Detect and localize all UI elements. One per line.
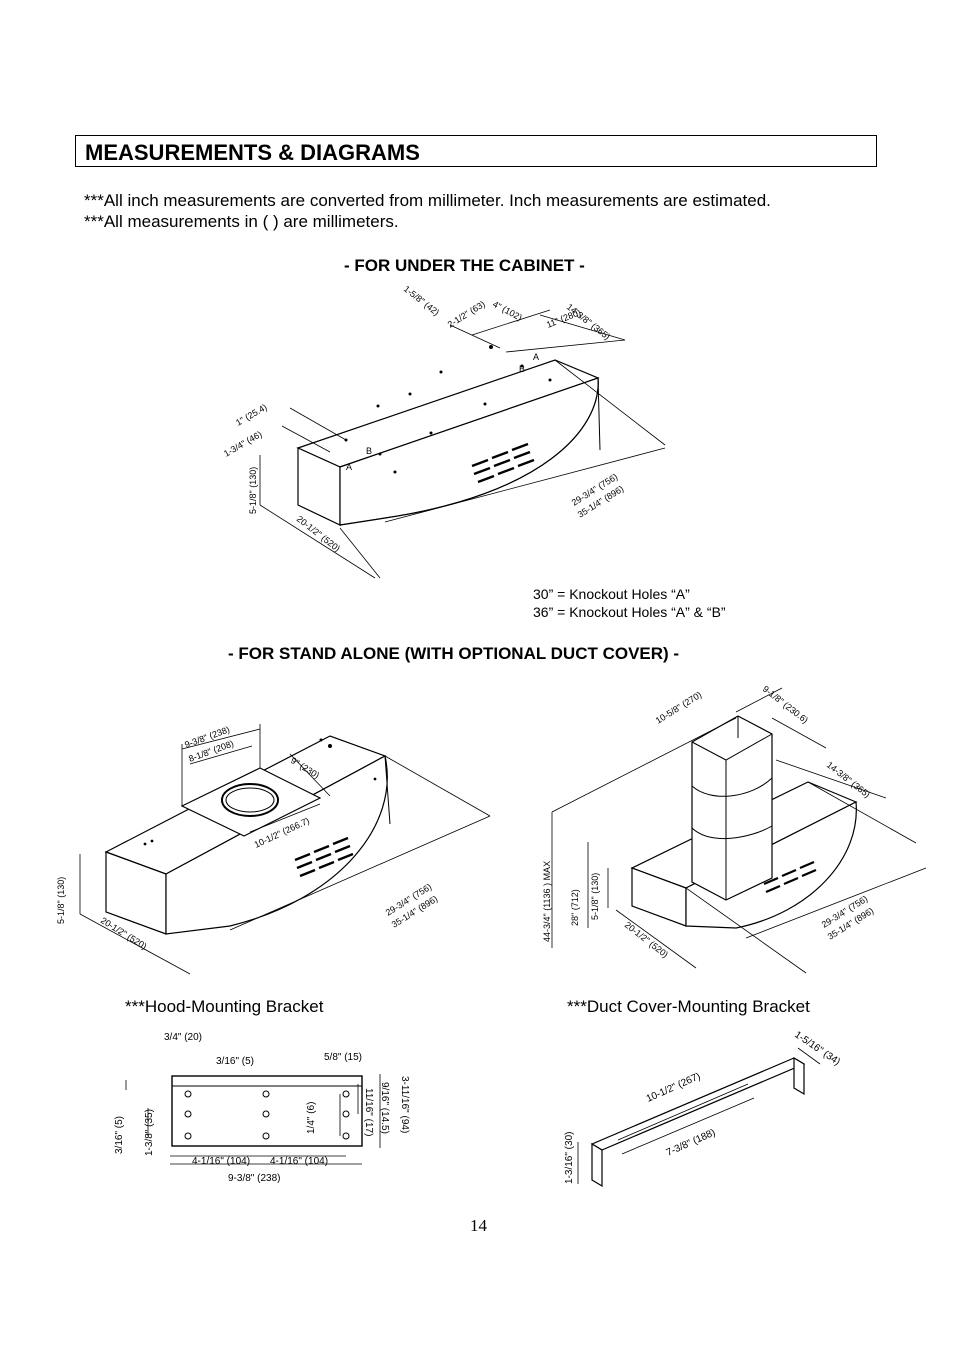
dim-label: 9-3/8" (238) (228, 1173, 280, 1184)
hole-label-a: A (346, 462, 352, 472)
hood-bracket-diagram: 3/4" (20) 3/16" (5) 5/8" (15) 3-11/16" (… (114, 1032, 410, 1184)
dim-label: 1-3/4" (46) (222, 429, 264, 459)
dim-label: 4-1/16" (104) (270, 1156, 328, 1167)
dim-label: 11/16" (17) (363, 1088, 374, 1136)
dim-label: 3/16" (5) (216, 1056, 254, 1067)
dim-label: 14-3/8" (365) (565, 302, 612, 342)
duct-bracket-diagram: 1-5/16" (34) 10-1/2" (267) 7-3/8" (188) … (564, 1029, 842, 1188)
dim-label: 10-1/2" (267) (645, 1071, 702, 1105)
dim-label: 2-1/2" (63) (446, 299, 487, 330)
dim-label: 7-3/8" (188) (665, 1127, 717, 1158)
under-cabinet-heading: - FOR UNDER THE CABINET - (344, 256, 585, 275)
hole-label-a: A (533, 352, 539, 362)
dim-label: 3/16" (5) (114, 1116, 125, 1154)
hood-bracket-caption: ***Hood-Mounting Bracket (125, 997, 324, 1016)
dim-label: 9/16" (14.5) (379, 1082, 390, 1134)
stand-alone-duct-diagram: 10-5/8" (270) 9-1/8" (230.6) 14-3/8" (36… (542, 684, 927, 974)
note-millimeters: ***All measurements in ( ) are millimete… (84, 212, 399, 231)
duct-bracket-caption: ***Duct Cover-Mounting Bracket (567, 997, 810, 1016)
under-cabinet-diagram: 1-5/8" (42) 2-1/2" (63) 4" (102) 11" (28… (222, 284, 666, 579)
hole-label-b: B (519, 364, 525, 374)
page-title: MEASUREMENTS & DIAGRAMS (85, 140, 420, 165)
dim-label: 4-1/16" (104) (192, 1156, 250, 1167)
page-number: 14 (470, 1216, 487, 1235)
dim-label: 28" (712) (570, 889, 580, 926)
dim-label: 3/4" (20) (164, 1032, 202, 1043)
knockout-note-30: 30” = Knockout Holes “A” (533, 586, 690, 602)
dim-label: 9-1/8" (230.6) (761, 684, 810, 726)
dim-label: 1-3/8" (35) (144, 1109, 155, 1156)
dim-label: 1" (25.4) (234, 402, 269, 428)
dim-label: 1-5/8" (42) (402, 284, 441, 318)
stand-alone-hood-diagram: 9-3/8" (238) 8-1/8" (208) 9" (230) 10-1/… (56, 724, 491, 975)
knockout-note-36: 36” = Knockout Holes “A” & “B” (533, 604, 726, 620)
note-conversion: ***All inch measurements are converted f… (84, 191, 771, 210)
dim-label: 20-1/2" (520) (623, 920, 670, 960)
dim-label: 5/8" (15) (324, 1052, 362, 1063)
dim-label: 10-5/8" (270) (654, 690, 704, 726)
hole-label-b: B (366, 446, 372, 456)
section-title-box: MEASUREMENTS & DIAGRAMS (75, 135, 877, 167)
dim-label: 3-11/16" (94) (399, 1076, 410, 1133)
dim-label: 5-1/8" (130) (248, 467, 258, 514)
dim-label: 4" (102) (491, 299, 524, 323)
dim-label: 44-3/4" (1136 ) MAX (542, 861, 552, 942)
dim-label: 5-1/8" (130) (56, 877, 66, 924)
stand-alone-heading: - FOR STAND ALONE (WITH OPTIONAL DUCT CO… (228, 644, 680, 663)
dim-label: 5-1/8" (130) (590, 873, 600, 920)
dim-label: 1-3/16" (30) (564, 1132, 575, 1184)
dim-label: 1/4" (6) (306, 1102, 317, 1134)
